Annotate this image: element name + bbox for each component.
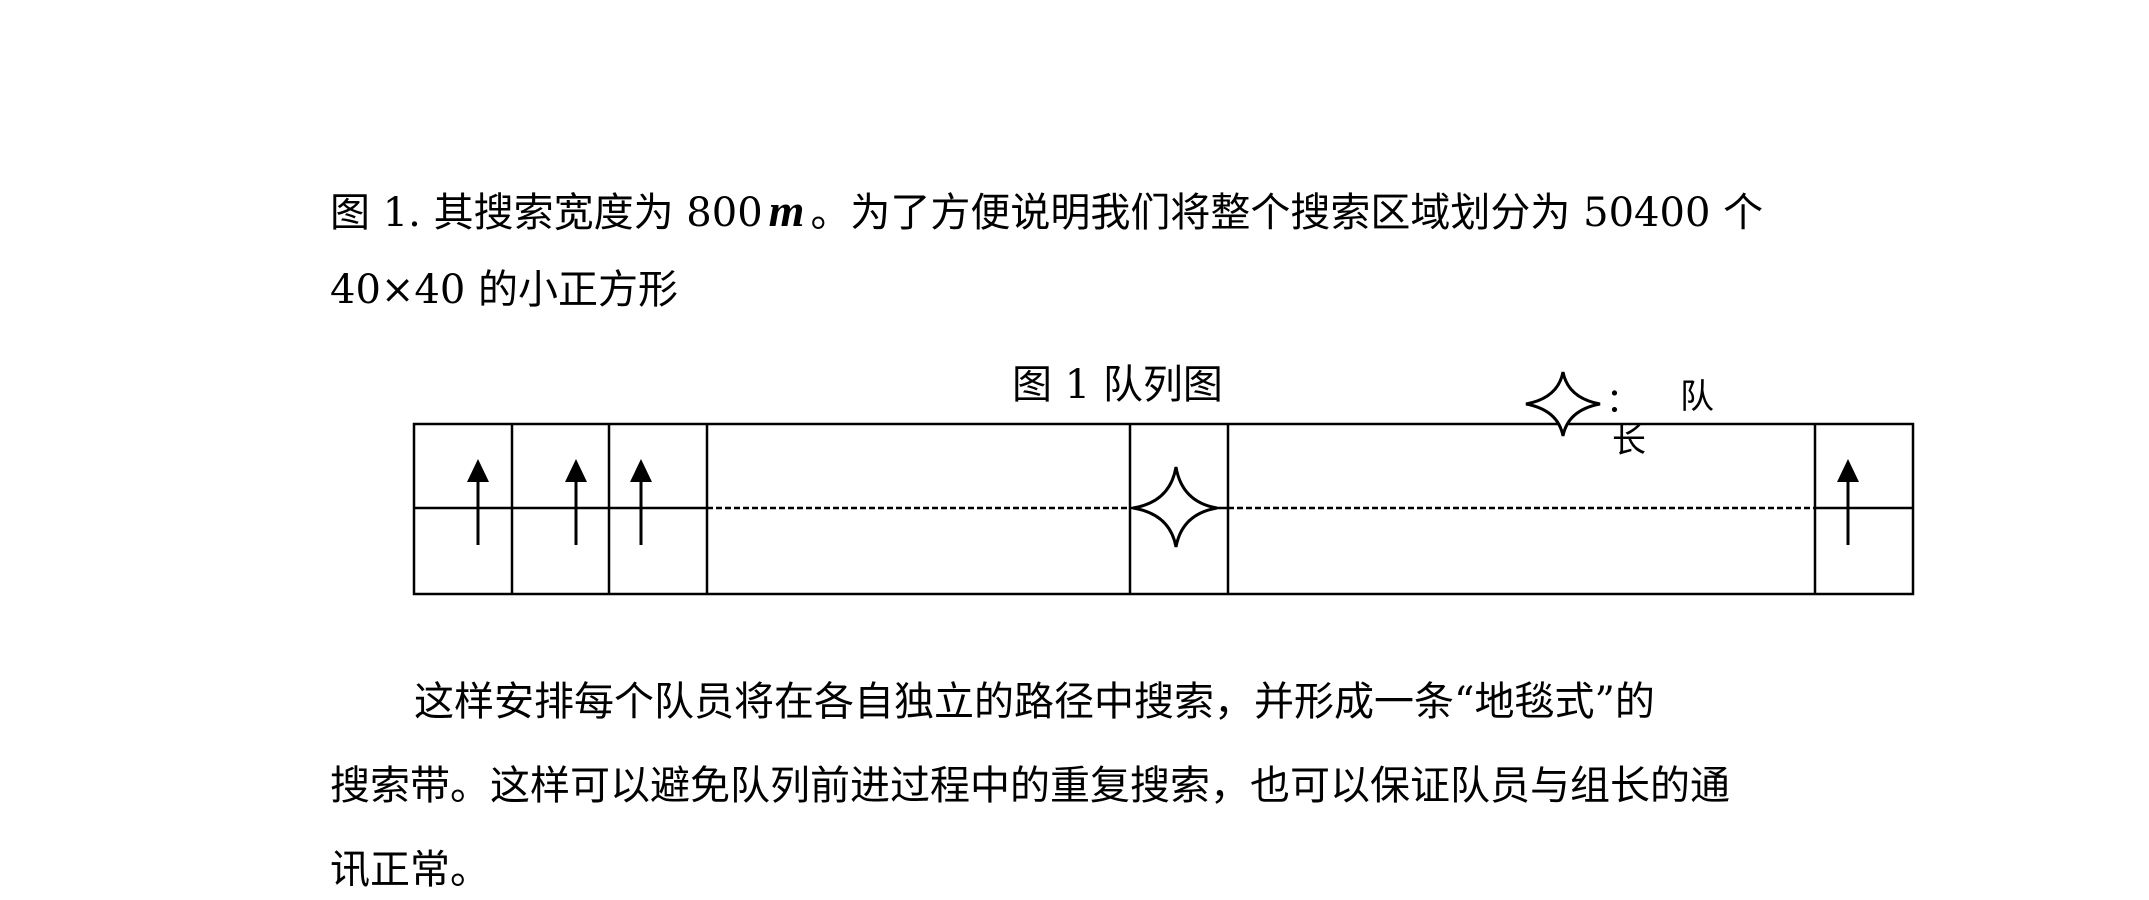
member-arrow-4 — [1837, 459, 1859, 545]
line-1-text-b: 。为了方便说明我们将整个搜索区域划分为 50400 个 — [810, 190, 1764, 236]
line-3: 这样安排每个队员将在各自独立的路径中搜索，并形成一条“地毯式”的 — [414, 679, 1655, 725]
line-1-text-a: 图 1. 其搜索宽度为 800 — [330, 190, 763, 236]
figure-caption: 图 1 队列图 — [1012, 362, 1223, 408]
line-5: 讯正常。 — [330, 847, 490, 893]
legend-label-1: 队 — [1680, 377, 1714, 417]
legend-colon: ： — [1606, 381, 1640, 421]
member-arrow-1 — [467, 459, 489, 545]
member-arrow-2 — [565, 459, 587, 545]
leader-star-icon — [1132, 466, 1218, 548]
legend-star-icon — [1525, 371, 1601, 437]
line-2: 40×40 的小正方形 — [330, 267, 679, 313]
unit-m: m — [768, 185, 805, 236]
legend-label-2: 长 — [1612, 421, 1646, 461]
member-arrow-3 — [630, 459, 652, 545]
line-4: 搜索带。这样可以避免队列前进过程中的重复搜索，也可以保证队员与组长的通 — [330, 763, 1730, 809]
